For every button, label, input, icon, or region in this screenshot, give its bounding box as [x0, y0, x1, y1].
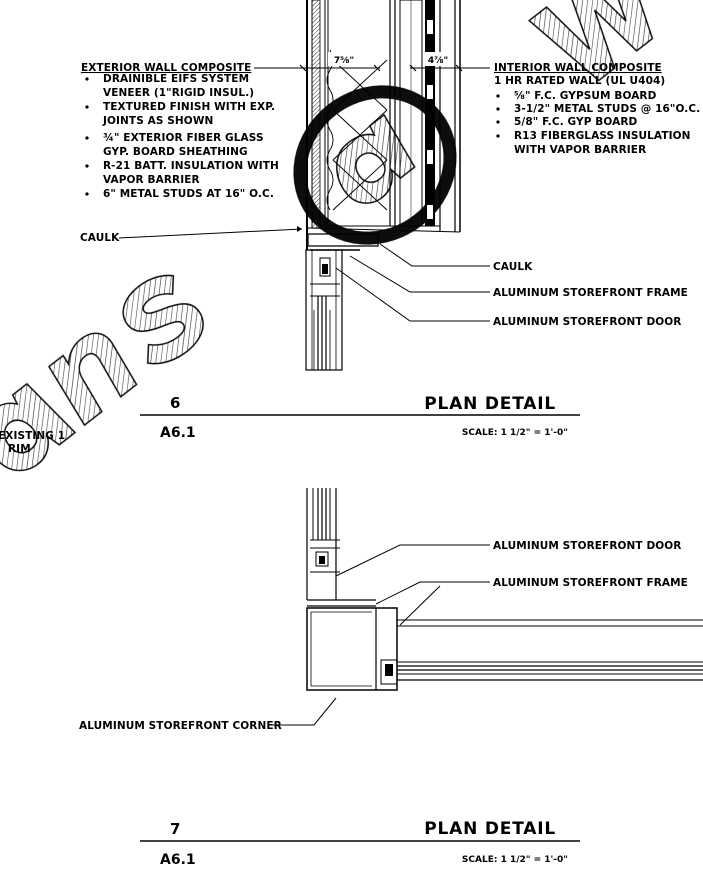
- interior-line-4: R13 FIBERGLASS INSULATION: [514, 130, 691, 142]
- detail-7-sheet: A6.1: [160, 852, 196, 868]
- exterior-line-9: 6" METAL STUDS AT 16" O.C.: [103, 188, 274, 200]
- interior-wall-note: INTERIOR WALL COMPOSITE 1 HR RATED WALL …: [462, 62, 700, 156]
- dimension-right: 4⅞": [428, 56, 448, 66]
- interior-line-5: WITH VAPOR BARRIER: [514, 144, 646, 156]
- watermark-at-symbol: [293, 85, 457, 245]
- exterior-line-7: R-21 BATT. INSULATION WITH: [103, 160, 279, 172]
- exterior-line-2: VENEER (1"RIGID INSUL.): [103, 87, 254, 99]
- detail-7-scale: SCALE: 1 1/2" = 1'-0": [462, 855, 568, 865]
- exterior-line-1: DRAINIBLE EIFS SYSTEM: [103, 73, 249, 85]
- callout-caulk-left: CAULK: [80, 232, 120, 244]
- edge-fragment-line-2: RIM: [8, 443, 31, 455]
- callout-frame-7: ALUMINUM STOREFRONT FRAME: [493, 577, 688, 589]
- detail-7-number: 7: [170, 820, 180, 838]
- detail-7-title: PLAN DETAIL: [424, 819, 556, 839]
- interior-line-2: 3-1/2" METAL STUDS @ 16"O.C.: [514, 103, 700, 115]
- detail-6-dimensions: 7⅝" 4⅞": [299, 52, 463, 72]
- exterior-line-3: TEXTURED FINISH WITH EXP.: [103, 101, 275, 113]
- watermark-letter-w: [528, 0, 654, 82]
- callout-caulk-right: CAULK: [493, 261, 533, 273]
- exterior-wall-heading: EXTERIOR WALL COMPOSITE: [81, 62, 251, 74]
- detail-7-title-block: 7 PLAN DETAIL A6.1 SCALE: 1 1/2" = 1'-0": [140, 819, 580, 868]
- callout-door: ALUMINUM STOREFRONT DOOR: [493, 316, 682, 328]
- exterior-line-4: JOINTS AS SHOWN: [102, 115, 213, 127]
- detail-6-callouts: CAULK CAULK ALUMINUM STOREFRONT FRAME AL…: [80, 226, 688, 328]
- dimension-left: 7⅝": [334, 56, 354, 66]
- detail-7-callouts: ALUMINUM STOREFRONT DOOR ALUMINUM STOREF…: [79, 540, 688, 732]
- detail-6-number: 6: [170, 394, 180, 412]
- interior-wall-heading: INTERIOR WALL COMPOSITE: [494, 62, 662, 74]
- edge-fragment-note: EXISTING 1 RIM: [0, 430, 65, 455]
- exterior-line-6: GYP. BOARD SHEATHING: [103, 146, 248, 158]
- edge-fragment-line-1: EXISTING 1: [0, 430, 65, 442]
- exterior-line-8: VAPOR BARRIER: [103, 174, 200, 186]
- watermark-letters: [0, 274, 204, 472]
- detail-6-title: PLAN DETAIL: [424, 394, 556, 414]
- detail-6-plan: [305, 0, 461, 371]
- interior-line-3: 5/8" F.C. GYP BOARD: [514, 116, 638, 128]
- callout-door-7: ALUMINUM STOREFRONT DOOR: [493, 540, 682, 552]
- detail-6-scale: SCALE: 1 1/2" = 1'-0": [462, 428, 568, 438]
- detail-7-plan: [306, 488, 703, 691]
- detail-6-sheet: A6.1: [160, 425, 196, 441]
- detail-6-title-block: 6 PLAN DETAIL A6.1 SCALE: 1 1/2" = 1'-0": [140, 394, 580, 441]
- exterior-wall-note: EXTERIOR WALL COMPOSITE DRAINIBLE EIFS S…: [81, 62, 300, 200]
- callout-corner-7: ALUMINUM STOREFRONT CORNER: [79, 720, 282, 732]
- interior-line-1: ⅝" F.C. GYPSUM BOARD: [514, 90, 657, 102]
- interior-wall-subheading: 1 HR RATED WALL (UL U404): [494, 75, 665, 87]
- exterior-line-5: ¾" EXTERIOR FIBER GLASS: [103, 132, 264, 144]
- callout-frame: ALUMINUM STOREFRONT FRAME: [493, 287, 688, 299]
